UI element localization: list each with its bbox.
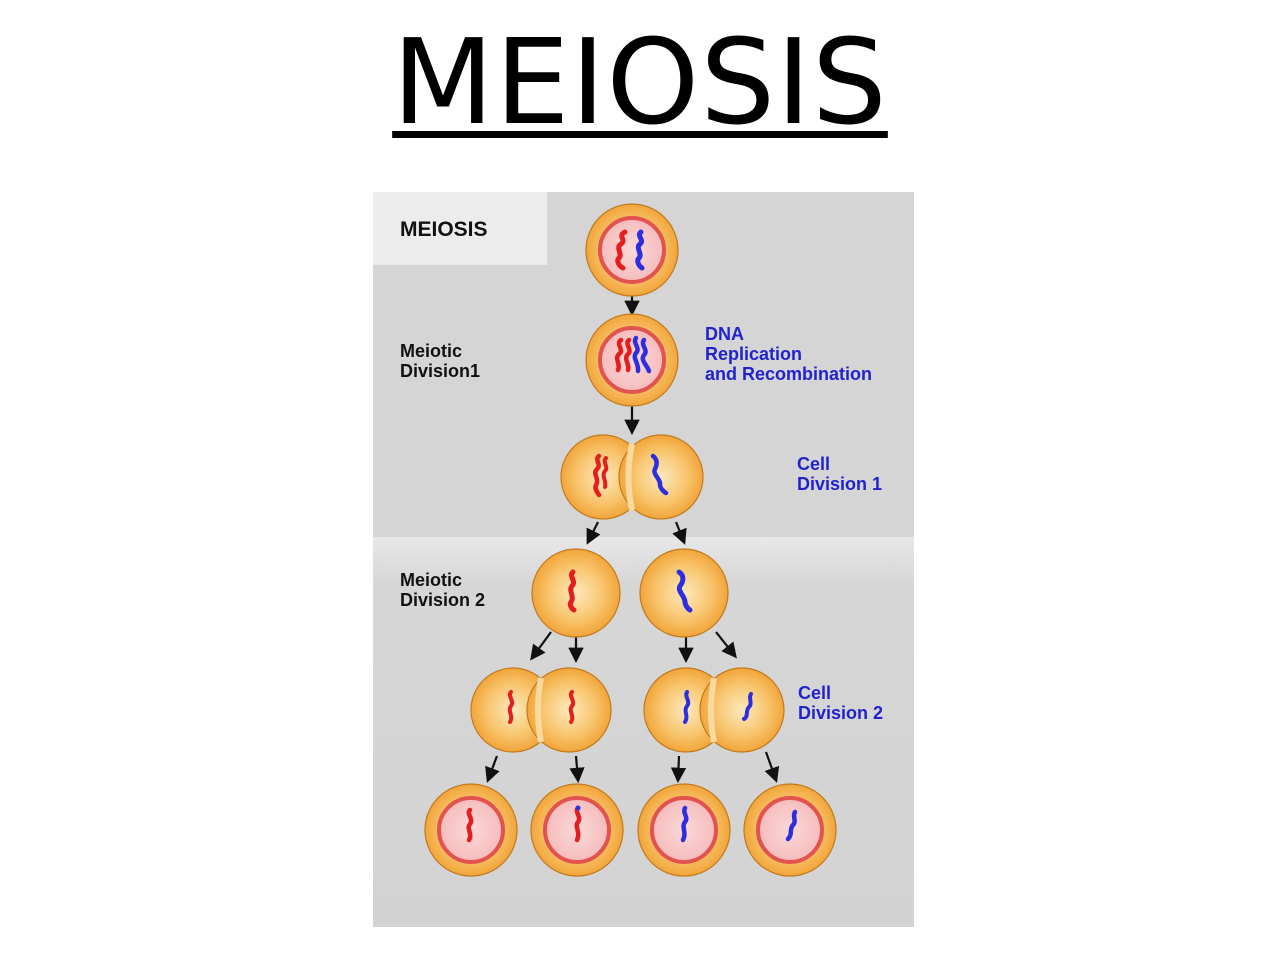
chromosome-maternal: [601, 456, 609, 489]
chromosome-paternal: [785, 809, 798, 842]
chromosome-maternal: [593, 453, 602, 498]
cell-dividing-2-left: [470, 667, 612, 753]
arrow: [764, 751, 780, 783]
chromosome-maternal: [507, 690, 515, 724]
cell-dividing-1: [560, 434, 704, 520]
chromosome-maternal: [615, 229, 628, 271]
arrows: [485, 296, 780, 784]
arrow: [569, 755, 585, 784]
label-cell-division-2: Cell Division 2: [798, 683, 883, 723]
arrow: [530, 631, 552, 661]
slide-title: MEIOSIS: [392, 13, 888, 151]
chromosome-maternal: [466, 807, 474, 843]
chromosome-paternal: [680, 805, 689, 843]
cell-initial: [585, 203, 679, 297]
cell-replicated: [585, 313, 679, 407]
chromosome-paternal: [635, 229, 645, 271]
cell-dividing-2-right: [643, 667, 785, 753]
chromosome-paternal: [632, 335, 641, 374]
cell-daughter-right: [639, 548, 729, 638]
arrow: [485, 755, 500, 783]
arrow: [586, 521, 601, 545]
chromosome-paternal: [676, 569, 693, 613]
chromosome-maternal: [567, 569, 577, 613]
chromosome-paternal: [742, 692, 753, 721]
label-cell-division-1: Cell Division 1: [797, 454, 882, 494]
figure-title-box: [373, 192, 547, 265]
chromosome-maternal: [623, 337, 632, 373]
chromosome-paternal: [683, 690, 691, 724]
gamete-4: [743, 783, 837, 877]
chromosome-maternal: [614, 337, 624, 373]
arrow: [715, 631, 737, 659]
arrow: [672, 521, 687, 545]
chromosome-maternal: [574, 805, 582, 843]
arrow: [670, 755, 687, 784]
gamete-1: [424, 783, 518, 877]
chromosome-paternal: [640, 337, 652, 374]
cell-daughter-left: [531, 548, 621, 638]
gamete-3: [637, 783, 731, 877]
gamete-2: [530, 783, 624, 877]
label-meiotic-division-2: Meiotic Division 2: [400, 570, 485, 610]
chromosome-paternal: [650, 453, 669, 496]
figure-title: MEIOSIS: [400, 218, 488, 241]
chromosome-maternal: [568, 690, 576, 724]
label-dna-replication: DNA Replication and Recombination: [705, 324, 872, 384]
meiosis-diagram: MEIOSIS Meiotic Division1 Meiotic Divisi…: [373, 192, 914, 927]
label-meiotic-division-1: Meiotic Division1: [400, 341, 480, 381]
